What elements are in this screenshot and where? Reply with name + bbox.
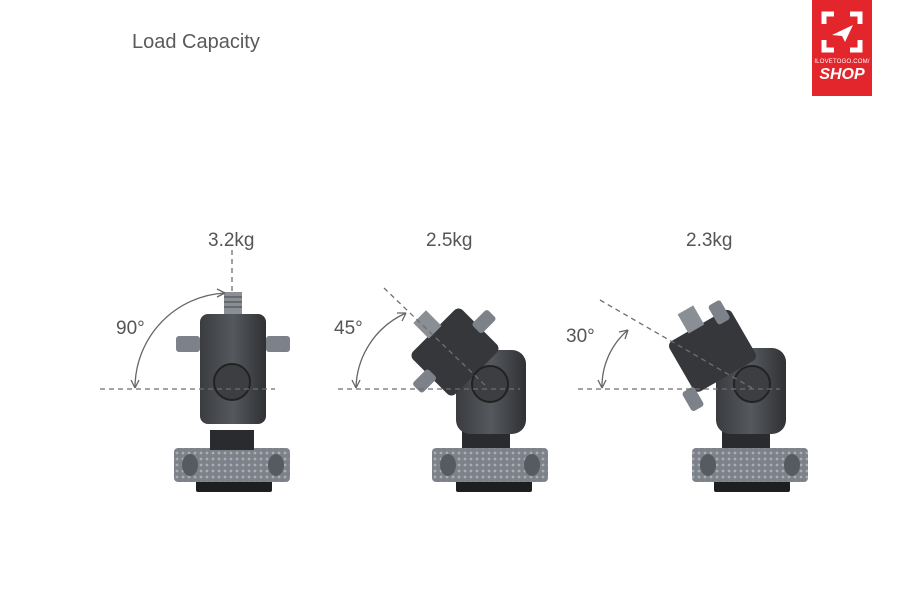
mount-45-angle-arc [355,312,407,389]
mount-90-angle: 90° [116,318,145,339]
mount-45-angle: 45° [334,318,363,339]
shop-logo[interactable]: ILOVETOGO.COM/ SHOP [812,0,872,96]
mount-90-weight: 3.2kg [208,230,255,251]
mount-30 [669,300,808,492]
logo-brand-text: SHOP [819,66,865,83]
mount-30-guides [578,299,780,390]
mount-90-angle-arc [134,292,226,389]
mount-30-angle: 30° [566,326,595,347]
mount-90 [174,292,290,492]
mount-30-angle-arc [601,329,629,389]
page-title: Load Capacity [132,31,260,53]
mount-45-weight: 2.5kg [426,230,473,251]
mount-45-guides [338,287,520,390]
mount-90-guides [100,250,275,390]
logo-frame-icon [821,11,863,53]
mount-30-weight: 2.3kg [686,230,733,251]
logo-url-text: ILOVETOGO.COM/ [814,59,870,65]
mount-45 [411,308,548,492]
